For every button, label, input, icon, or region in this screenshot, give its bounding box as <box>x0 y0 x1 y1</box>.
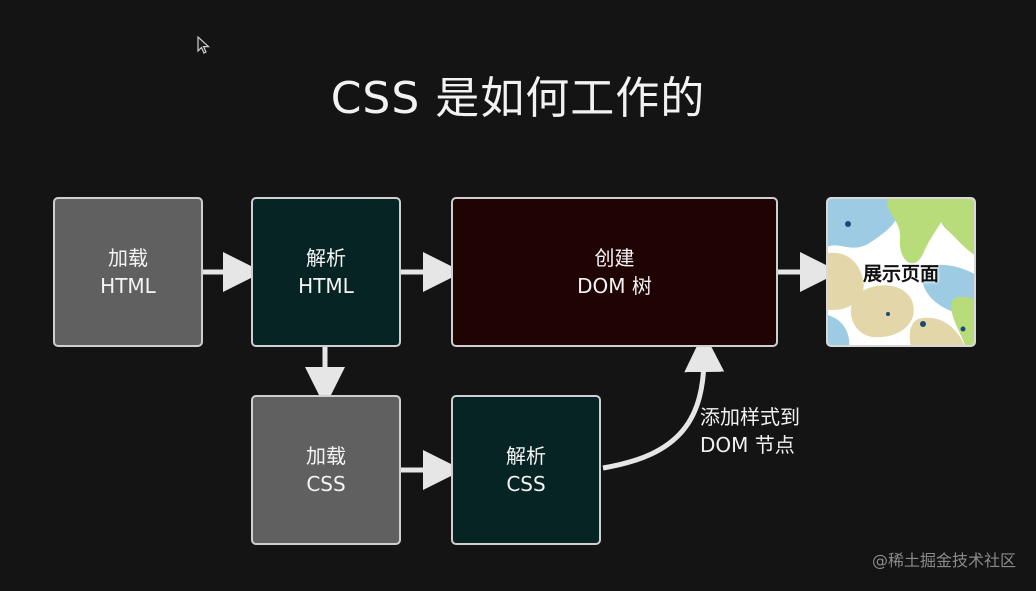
display-page-pattern-image <box>828 199 974 345</box>
create-dom-box: 创建 DOM 树 <box>451 197 778 347</box>
create-dom-line2: DOM 树 <box>577 274 652 298</box>
parse-css-box: 解析 CSS <box>451 395 601 545</box>
create-dom-line1: 创建 <box>594 246 635 270</box>
load-html-box: 加载 HTML <box>53 197 203 347</box>
parse-css-line1: 解析 <box>506 444 546 468</box>
display-page-label: 展示页面 <box>862 262 939 285</box>
watermark: @稀土掘金技术社区 <box>871 551 1016 570</box>
load-css-line1: 加载 <box>306 444 346 468</box>
load-css-box: 加载 CSS <box>251 395 401 545</box>
parse-html-line1: 解析 <box>306 246 346 270</box>
load-html-line1: 加载 <box>108 246 148 270</box>
add-styles-annotation: 添加样式到 DOM 节点 <box>700 403 800 459</box>
mouse-cursor-icon <box>197 36 211 54</box>
load-css-line2: CSS <box>306 472 346 496</box>
parse-css-line2: CSS <box>506 472 546 496</box>
page-title: CSS 是如何工作的 <box>330 73 706 124</box>
parse-html-box: 解析 HTML <box>251 197 401 347</box>
arrow-parse-css-to-create-dom <box>602 332 725 471</box>
parse-html-line2: HTML <box>298 274 354 298</box>
load-html-line2: HTML <box>100 274 156 298</box>
annotation-line2: DOM 节点 <box>700 433 795 457</box>
display-page-box: 展示页面 <box>826 197 976 347</box>
annotation-line1: 添加样式到 <box>700 405 800 429</box>
